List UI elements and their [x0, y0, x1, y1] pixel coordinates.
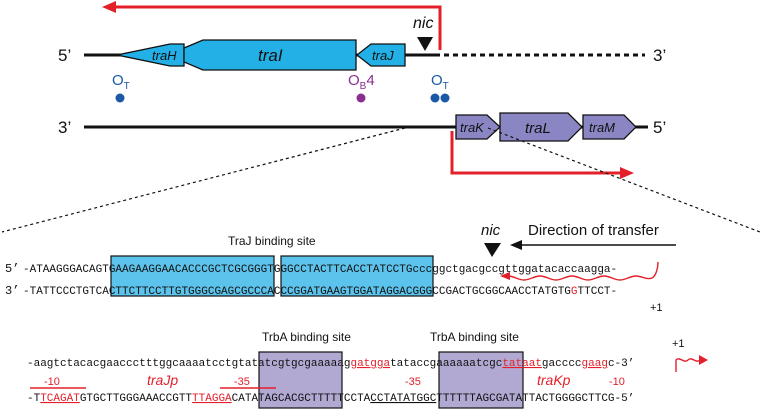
wavy-arrow-bottom	[675, 358, 701, 372]
gene-label-traJ: traJ	[372, 48, 394, 63]
zoom-line-left	[1, 127, 406, 233]
ot-right-dot-1	[430, 93, 440, 103]
trba-binding-site-1: TrbA binding site	[262, 330, 351, 344]
gene-traM	[582, 114, 637, 140]
gene-traL	[499, 112, 583, 142]
seq-strand-1: 5’ -ATAAGGGACAGTGAAGAAGGAACACCCGCTCGCGGG…	[5, 262, 617, 276]
gene-traK	[455, 114, 501, 140]
gene-label-traH: traH	[152, 48, 177, 63]
transfer-arrow-top-head	[102, 1, 116, 13]
gene-label-traL: traL	[525, 120, 551, 137]
gene-label-traK: traK	[460, 120, 485, 135]
zoom-line-right	[487, 127, 761, 233]
bottom-strand-3prime: 3’	[58, 118, 71, 137]
gene-label-traI: traI	[258, 46, 283, 65]
gene-traI	[183, 39, 357, 71]
ot-right-label: OT	[431, 72, 449, 92]
minus10-right: -10	[609, 376, 625, 388]
trajp-label: traJp	[147, 372, 178, 388]
bottom-strand-5prime: 5’	[653, 118, 666, 137]
transfer-arrow-bottom	[450, 131, 622, 175]
traj-box-2	[280, 255, 434, 297]
ot-right-dot-2	[440, 93, 450, 103]
trba-box-1	[258, 351, 343, 409]
seq-strand-4: -TTCAGATGTGCTTGGGAAACCGTTTTAGGACATATAGCA…	[27, 393, 634, 405]
gene-traJ	[355, 43, 406, 67]
wavy-arrow-bottom-head	[699, 355, 708, 365]
ob4-dot	[356, 93, 366, 103]
trba-box-2	[438, 351, 524, 409]
transfer-arrow-bottom-head	[620, 167, 634, 179]
wavy-arrow-top-head	[500, 272, 510, 280]
minus35-left: -35	[234, 376, 250, 388]
traj-binding-site-label: TraJ binding site	[228, 234, 316, 248]
top-strand-5prime: 5’	[58, 46, 71, 65]
ot-left-label: OT	[112, 72, 130, 92]
traj-box-1	[110, 255, 275, 297]
wavy-arrow-top	[507, 261, 659, 281]
seq-strand-3: -aagtctacacgaaccctttggcaaaatcctgtatatcgt…	[27, 358, 634, 370]
direction-label: Direction of transfer	[528, 222, 659, 239]
direction-arrow-head	[510, 240, 522, 250]
top-strand-3prime: 3’	[653, 46, 666, 65]
seq-strand-2: 3’ -TATTCCCTGTCACTTCTTCCTTGTGGGCGAGCGCCC…	[5, 284, 617, 298]
plus1-lower: +1	[672, 338, 685, 350]
trba-binding-site-2: TrbA binding site	[430, 330, 519, 344]
plus1-upper: +1	[650, 302, 663, 314]
minus10-left: -10	[44, 376, 60, 388]
minus35-right: -35	[405, 376, 421, 388]
ob4-label: OB4	[348, 72, 375, 92]
gene-label-traM: traM	[589, 120, 615, 135]
transfer-arrow-top	[113, 5, 442, 50]
ot-left-dot	[115, 93, 125, 103]
detail-nic-triangle	[484, 243, 501, 257]
detail-nic-label: nic	[481, 222, 501, 239]
trakp-label: traKp	[537, 372, 571, 388]
nic-label: nic	[413, 15, 433, 32]
nic-triangle	[417, 37, 433, 51]
